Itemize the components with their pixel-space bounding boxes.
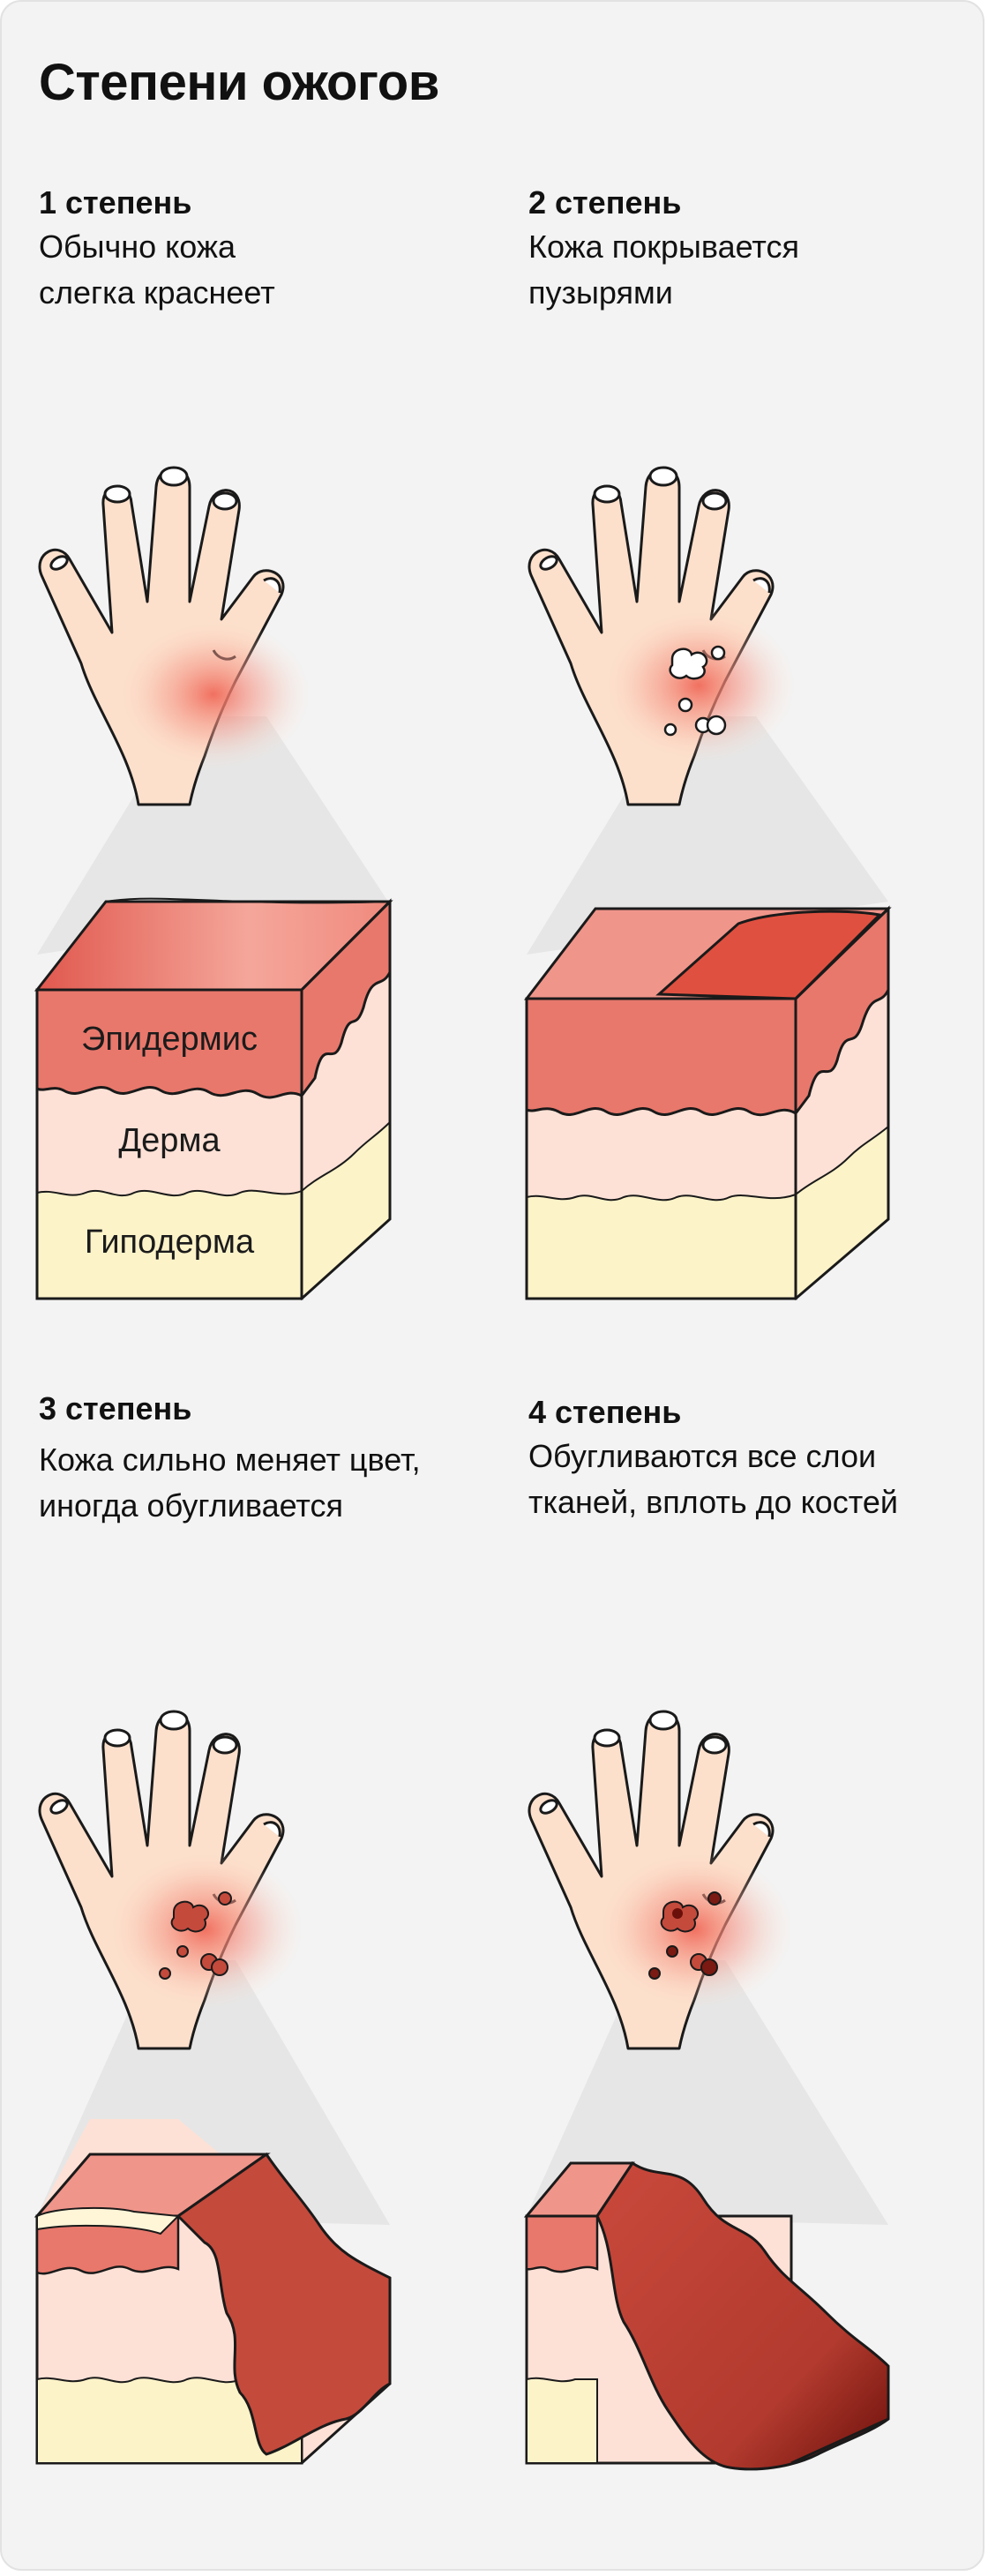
hand-icon [38, 1710, 303, 2050]
redness-spot [595, 1850, 793, 2009]
zoom-cone [527, 1960, 888, 2225]
redness-spot [106, 1850, 303, 2009]
label-hypodermis: Гиподерма [84, 1224, 255, 1261]
burn-spot [170, 1900, 210, 1933]
burn-area [176, 2152, 392, 2456]
page-title: Степени ожогов [39, 54, 439, 111]
hand-icon [528, 466, 796, 806]
hand-icon [528, 1710, 793, 2050]
label-epidermis: Эпидермис [81, 1021, 258, 1058]
degree-1-description: Обычно кожа слегка краснеет [39, 228, 275, 311]
degree-3-illustration [34, 1710, 392, 2465]
skin-block [34, 2119, 392, 2465]
redness-spot [602, 608, 796, 763]
skin-block [523, 905, 892, 1301]
degree-4-illustration [523, 1710, 890, 2471]
char-area [595, 2160, 890, 2471]
redness-spot [116, 619, 311, 769]
degree-2-illustration [523, 466, 892, 1301]
degree-1-illustration [34, 466, 393, 1301]
zoom-cone [37, 716, 388, 955]
degree-3-label: 3 степень [39, 1390, 192, 1427]
skin-block [34, 897, 393, 1301]
degree-4-description: Обугливаются все слои тканей, вплоть до … [528, 1438, 898, 1520]
degree-2-description: Кожа покрывается пузырями [528, 228, 800, 311]
degree-1-label: 1 степень [39, 184, 192, 221]
hand-icon [38, 466, 311, 806]
zoom-cone [527, 716, 888, 955]
label-dermis: Дерма [118, 1122, 221, 1159]
degree-4-label: 4 степень [528, 1394, 682, 1430]
blister [669, 648, 708, 680]
degree-2-label: 2 степень [528, 184, 682, 221]
skin-block [523, 2160, 890, 2471]
degree-3-description: Кожа сильно меняет цвет, иногда обуглива… [39, 1442, 421, 1524]
